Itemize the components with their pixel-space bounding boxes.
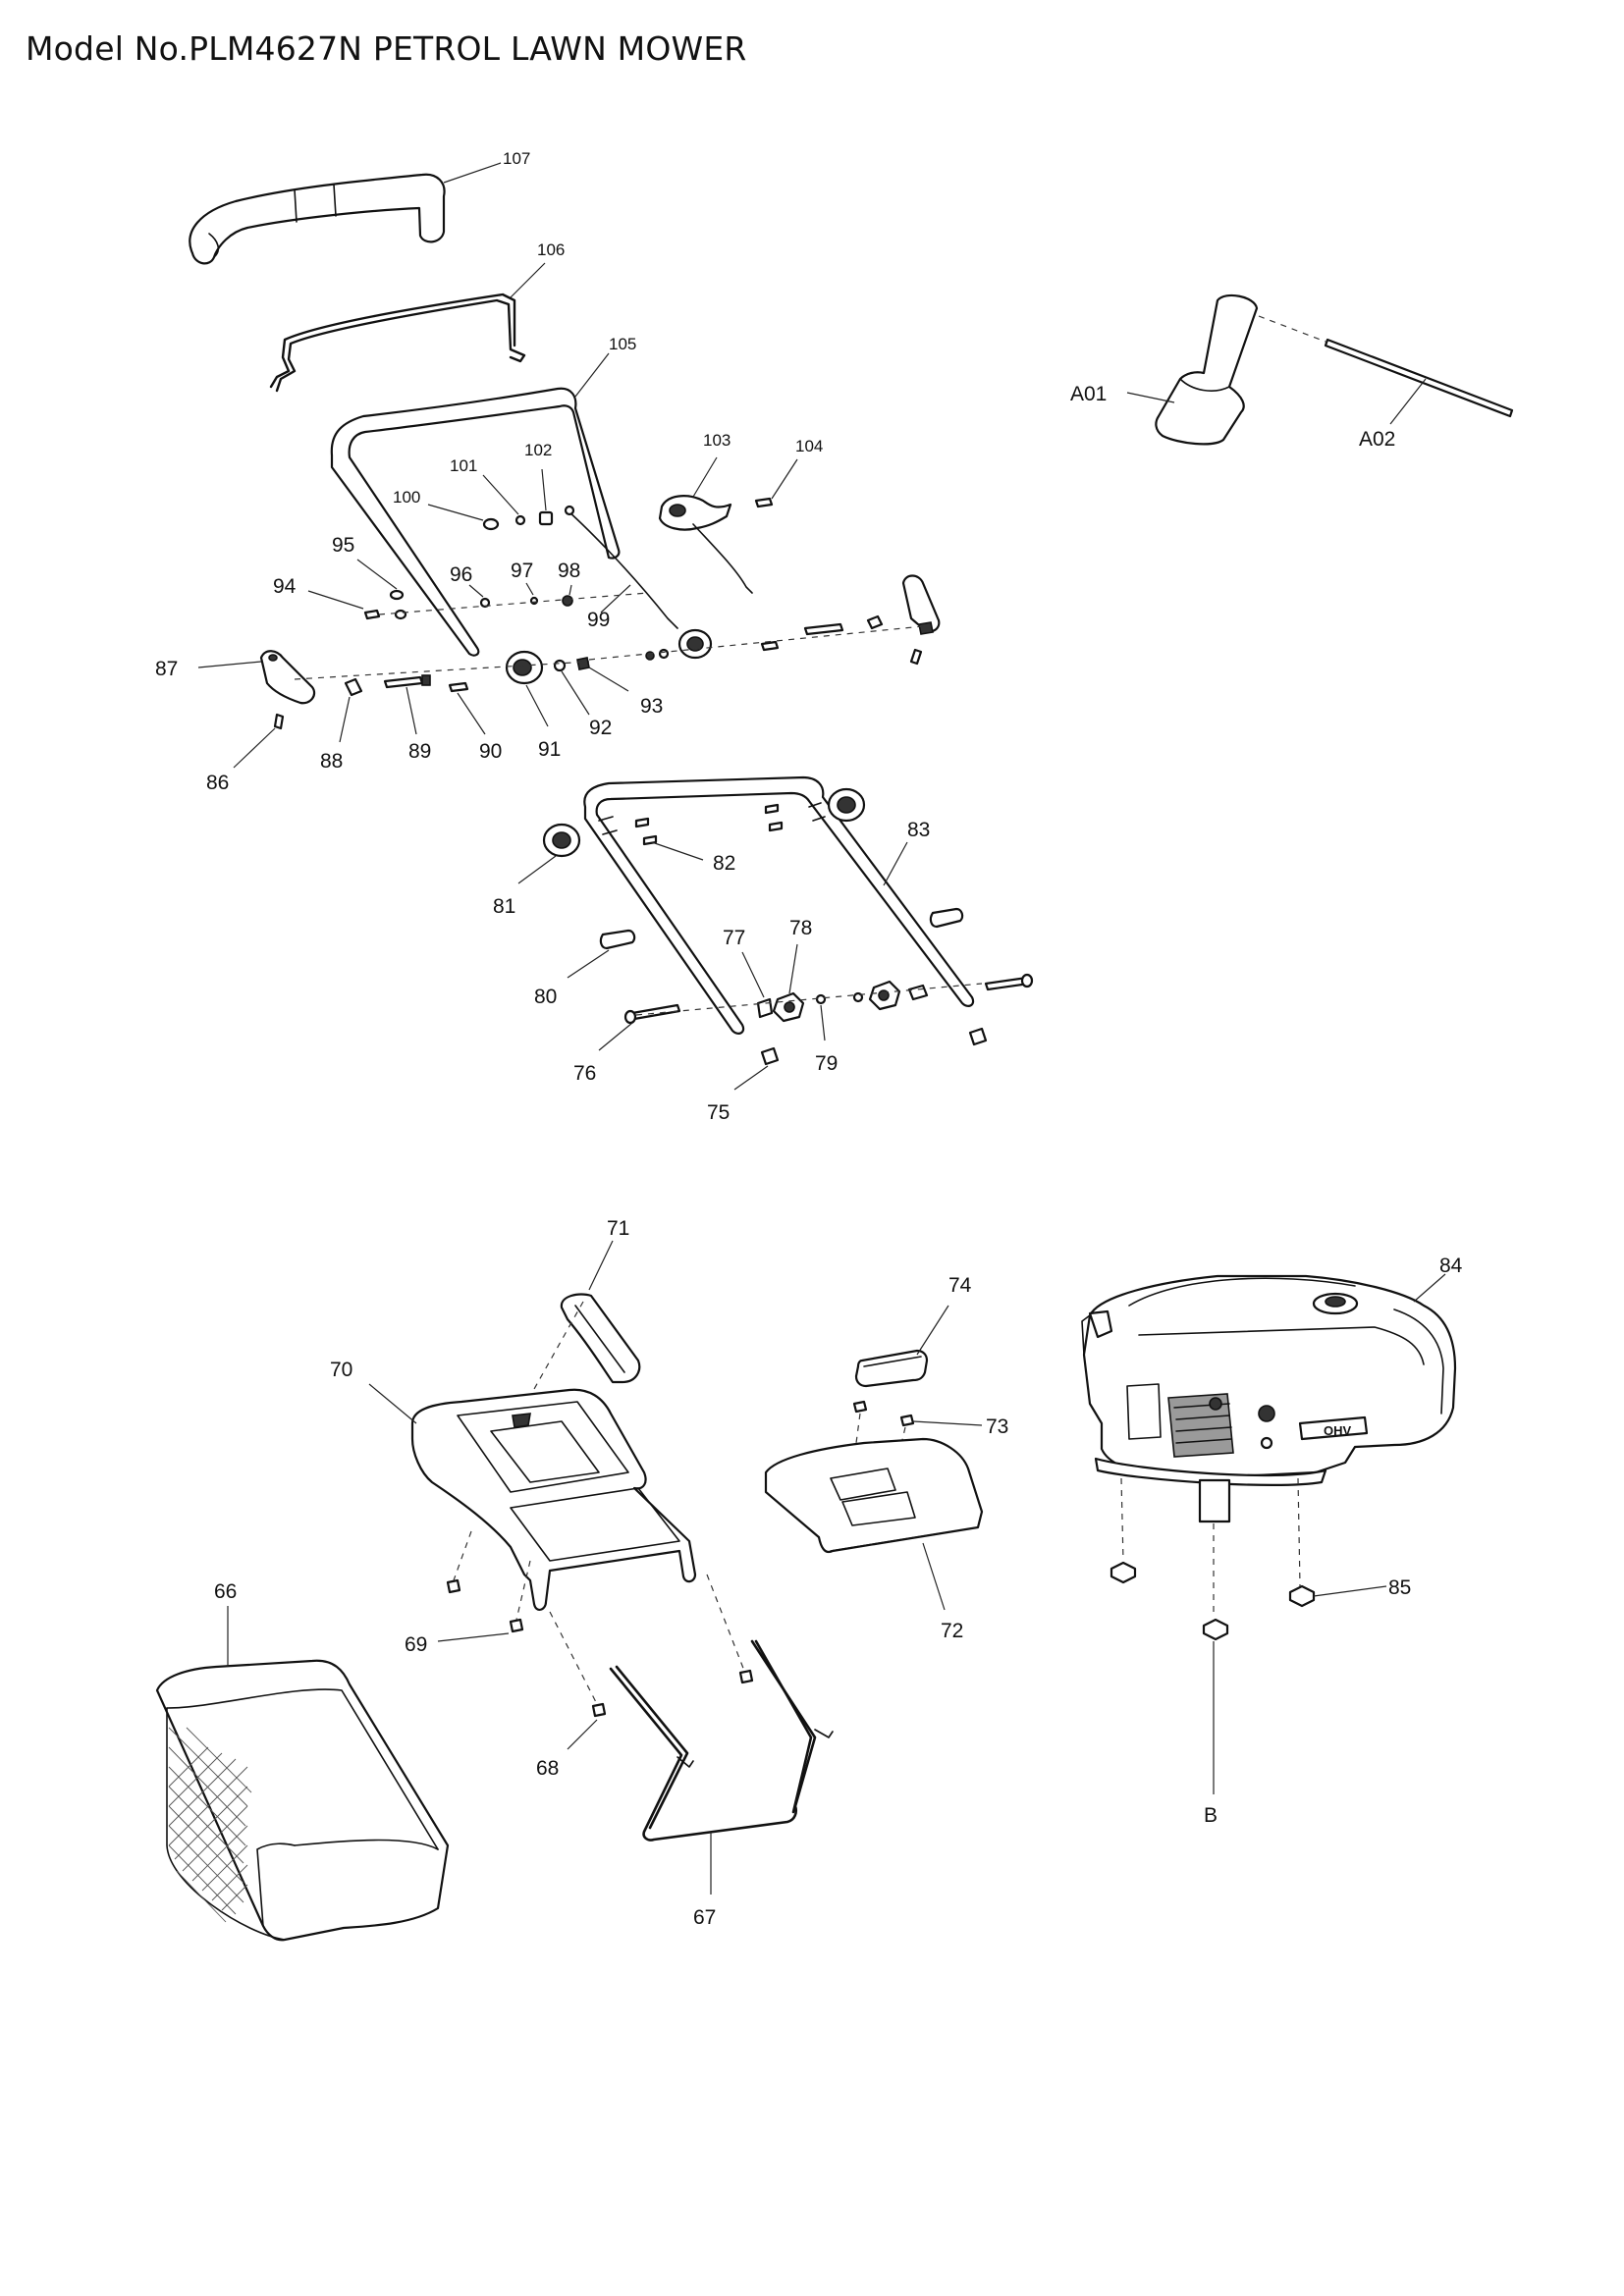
callout-83: 83 <box>907 819 930 841</box>
callout-80: 80 <box>534 986 557 1008</box>
part-86-screw: 86 <box>206 713 285 794</box>
callout-90: 90 <box>479 740 502 763</box>
part-92-washer: 92 <box>553 659 612 739</box>
callout-102: 102 <box>524 441 552 459</box>
callout-92: 92 <box>589 717 612 739</box>
callout-85: 85 <box>1388 1576 1411 1599</box>
part-97-pin: 97 <box>511 560 539 606</box>
engine-badge: OHV <box>1324 1423 1352 1438</box>
callout-74: 74 <box>948 1274 972 1297</box>
part-90-bolt: 90 <box>448 681 502 763</box>
part-a01-spark-plug-spanner: A01 <box>1070 294 1259 446</box>
part-69-screws: 69 <box>405 1530 531 1656</box>
callout-101: 101 <box>450 456 477 475</box>
part-93-nut: 93 <box>576 657 663 718</box>
callout-69: 69 <box>405 1633 427 1656</box>
part-106-bail-bar: 106 <box>269 240 565 393</box>
part-107-handle-grip: 107 <box>189 149 530 265</box>
part-94-screw: 94 <box>273 575 381 620</box>
part-75-foot: 75 <box>707 1027 988 1124</box>
part-80-height-clip: 80 <box>534 907 964 1008</box>
callout-100: 100 <box>393 488 420 507</box>
callout-75: 75 <box>707 1101 730 1124</box>
part-knob-right-lower <box>827 787 866 823</box>
part-102-clip: 102 <box>524 441 554 526</box>
part-83-lower-handle: 83 <box>583 775 975 1035</box>
mesh-pattern <box>168 1727 252 1923</box>
part-79-washer: 79 <box>815 991 864 1075</box>
part-89-bolt: 89 <box>383 674 431 763</box>
part-68-screws: 68 <box>536 1574 754 1780</box>
callout-107: 107 <box>503 149 530 168</box>
part-78-star-knob: 78 <box>772 917 901 1023</box>
callout-a01: A01 <box>1070 383 1107 405</box>
part-100-spacer: 100 <box>393 488 500 531</box>
part-70-catcher-frame: 70 <box>330 1359 697 1611</box>
callout-78: 78 <box>789 917 812 939</box>
callout-76: 76 <box>573 1062 596 1085</box>
part-101-nut: 101 <box>450 456 526 526</box>
part-99-throttle-cable: 99 <box>564 505 678 631</box>
part-87-cable-clip: 87 <box>155 650 316 705</box>
part-72-rear-flap: 72 <box>764 1437 984 1642</box>
part-b-reference: B <box>1204 1641 1218 1827</box>
callout-67: 67 <box>693 1906 716 1929</box>
callout-104: 104 <box>795 437 823 455</box>
callout-105: 105 <box>609 335 636 353</box>
part-81-knob-left: 81 <box>493 823 581 918</box>
callout-88: 88 <box>320 750 343 773</box>
callout-a02: A02 <box>1359 428 1395 451</box>
callout-81: 81 <box>493 895 515 918</box>
callout-91: 91 <box>538 738 561 761</box>
part-82-screws: 82 <box>634 803 784 875</box>
callout-68: 68 <box>536 1757 559 1780</box>
callout-98: 98 <box>558 560 580 582</box>
callout-96: 96 <box>450 563 472 586</box>
part-98-nut: 98 <box>558 560 580 607</box>
callout-86: 86 <box>206 772 229 794</box>
callout-70: 70 <box>330 1359 352 1381</box>
callout-82: 82 <box>713 852 735 875</box>
part-76-bolt: 76 <box>573 973 1034 1085</box>
callout-93: 93 <box>640 695 663 718</box>
callout-97: 97 <box>511 560 533 582</box>
callout-79: 79 <box>815 1052 838 1075</box>
part-knob-right <box>588 574 941 666</box>
part-a02-tommy-bar: A02 <box>1258 315 1514 451</box>
callout-103: 103 <box>703 431 731 450</box>
callout-95: 95 <box>332 534 354 557</box>
callout-b: B <box>1204 1804 1218 1827</box>
part-103-throttle-lever: 103 <box>658 431 753 594</box>
callout-84: 84 <box>1439 1255 1463 1277</box>
part-67-bag-frame: 67 <box>609 1639 834 1929</box>
part-84-engine: OHV 84 <box>1081 1255 1463 1523</box>
callout-99: 99 <box>587 609 610 631</box>
part-77-cap: 77 <box>723 927 774 1019</box>
callout-77: 77 <box>723 927 745 949</box>
part-71-catcher-handle: 71 <box>560 1217 641 1384</box>
callout-71: 71 <box>607 1217 629 1240</box>
callout-72: 72 <box>941 1620 963 1642</box>
part-66-grass-bag: 66 <box>155 1580 450 1942</box>
part-104-screw: 104 <box>754 437 823 508</box>
callout-94: 94 <box>273 575 297 598</box>
callout-66: 66 <box>214 1580 237 1603</box>
part-91-handle-knob: 91 <box>505 650 561 761</box>
part-105-upper-handle: 105 <box>330 335 636 657</box>
callout-89: 89 <box>408 740 431 763</box>
part-88-spacer: 88 <box>320 677 363 773</box>
part-74-cover-plate: 74 <box>854 1274 972 1388</box>
callout-87: 87 <box>155 658 178 680</box>
part-85-nuts: 85 <box>1110 1477 1411 1641</box>
page-title: Model No.PLM4627N PETROL LAWN MOWER <box>26 29 747 68</box>
part-96-washer: 96 <box>450 563 491 609</box>
callout-73: 73 <box>986 1415 1008 1438</box>
callout-106: 106 <box>537 240 565 259</box>
